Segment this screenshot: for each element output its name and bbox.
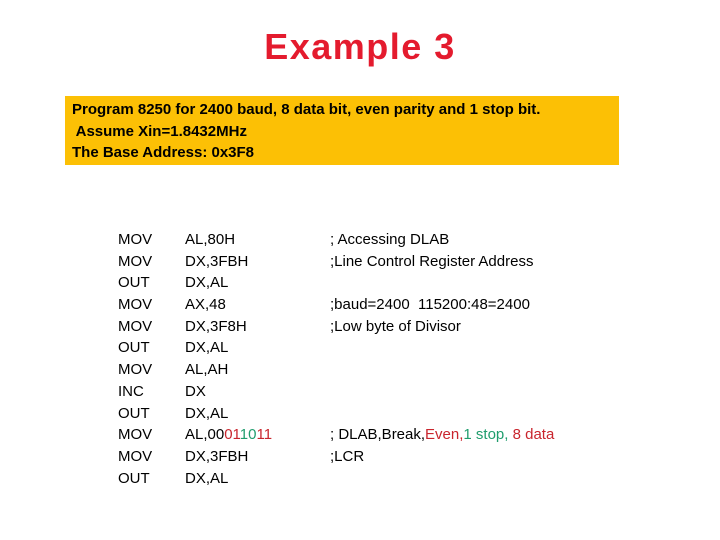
operand: DX,3FBH [185,251,330,273]
operand: DX,AL [185,468,330,490]
code-row: OUT DX,AL [118,468,554,490]
text-segment: DX,AL [185,339,229,357]
operand: AL,80H [185,229,330,251]
slide-title: Example 3 [264,26,456,67]
text-segment: AX,48 [185,296,226,314]
text-segment: ;LCR [330,447,365,465]
comment: ;LCR [330,446,364,468]
operand: DX,3F8H [185,316,330,338]
text-segment: DX [185,382,206,400]
code-row: MOV DX,3F8H ;Low byte of Divisor [118,316,554,338]
comment: ;Low byte of Divisor [330,316,461,338]
operand: DX,AL [185,403,330,425]
opcode: MOV [118,231,153,248]
text-segment: DX,AL [185,274,229,292]
code-row: OUT DX,AL [118,272,554,294]
code-row: OUT DX,AL [118,337,554,359]
operand: DX,AL [185,337,330,359]
opcode: MOV [118,426,153,444]
text-segment: ; DLAB,Break, [330,426,426,444]
text-segment: DX,3FBH [185,252,249,270]
text-segment: ;baud=2400 115200:48=2400 [330,296,530,314]
highlighted-text-segment: Even, [425,426,464,444]
code-row: OUT DX,AL [118,403,554,425]
text-segment: AL,80H [185,231,236,248]
code-row: MOV AL,AH [118,359,554,381]
text-segment: AL,00 [185,426,225,444]
text-segment: DX,AL [185,404,229,422]
highlighted-text-segment: 11 [256,426,273,444]
opcode: MOV [118,361,153,379]
opcode: MOV [118,296,153,314]
comment: ;Line Control Register Address [330,251,533,273]
comment: ; DLAB,Break,Even,1 stop, 8 data [330,424,554,446]
operand: AX,48 [185,294,330,316]
code-row: INC DX [118,381,554,403]
highlighted-text-segment: 10 [239,426,257,444]
opcode: MOV [118,252,153,270]
operand: AL,00011011 [185,424,330,446]
opcode: MOV [118,317,153,335]
comment: ; Accessing DLAB [330,229,449,251]
operand: DX,3FBH [185,446,330,468]
highlighted-text-segment: 1 stop, [463,426,509,444]
text-segment: DX,3F8H [185,317,247,335]
text-segment: DX,3FBH [185,447,249,465]
assembly-code-block: MOV AL,80H ; Accessing DLAB MOV DX,3FBH ;Line… [118,229,554,489]
opcode: OUT [118,469,150,487]
opcode: OUT [118,404,150,422]
code-row: MOV DX,3FBH ;Line Control Register Address [118,251,554,273]
operand: AL,AH [185,359,330,381]
text-segment: DX,AL [185,469,229,487]
code-row: MOV AL,80H ; Accessing DLAB [118,229,554,251]
text-segment: AL,AH [185,361,229,379]
operand: DX [185,381,330,403]
code-row: MOV DX,3FBH ;LCR [118,446,554,468]
operand: DX,AL [185,272,330,294]
opcode: OUT [118,274,150,292]
text-segment: ; Accessing DLAB [330,231,450,248]
opcode: MOV [118,447,153,465]
problem-statement-box: Program 8250 for 2400 baud, 8 data bit, … [65,96,619,165]
opcode: OUT [118,339,150,357]
text-segment: ;Low byte of Divisor [330,317,461,335]
problem-statement-line: The Base Address: 0x3F8 [72,144,255,161]
highlighted-text-segment: 8 data [508,426,555,444]
opcode: INC [118,382,144,400]
code-row: MOV AX,48 ;baud=2400 115200:48=2400 [118,294,554,316]
text-segment: ;Line Control Register Address [330,252,534,270]
comment: ;baud=2400 115200:48=2400 [330,294,530,316]
problem-statement-line: Program 8250 for 2400 baud, 8 data bit, … [72,101,541,118]
highlighted-text-segment: 01 [224,426,240,444]
problem-statement-line: Assume Xin=1.8432MHz [72,122,247,140]
